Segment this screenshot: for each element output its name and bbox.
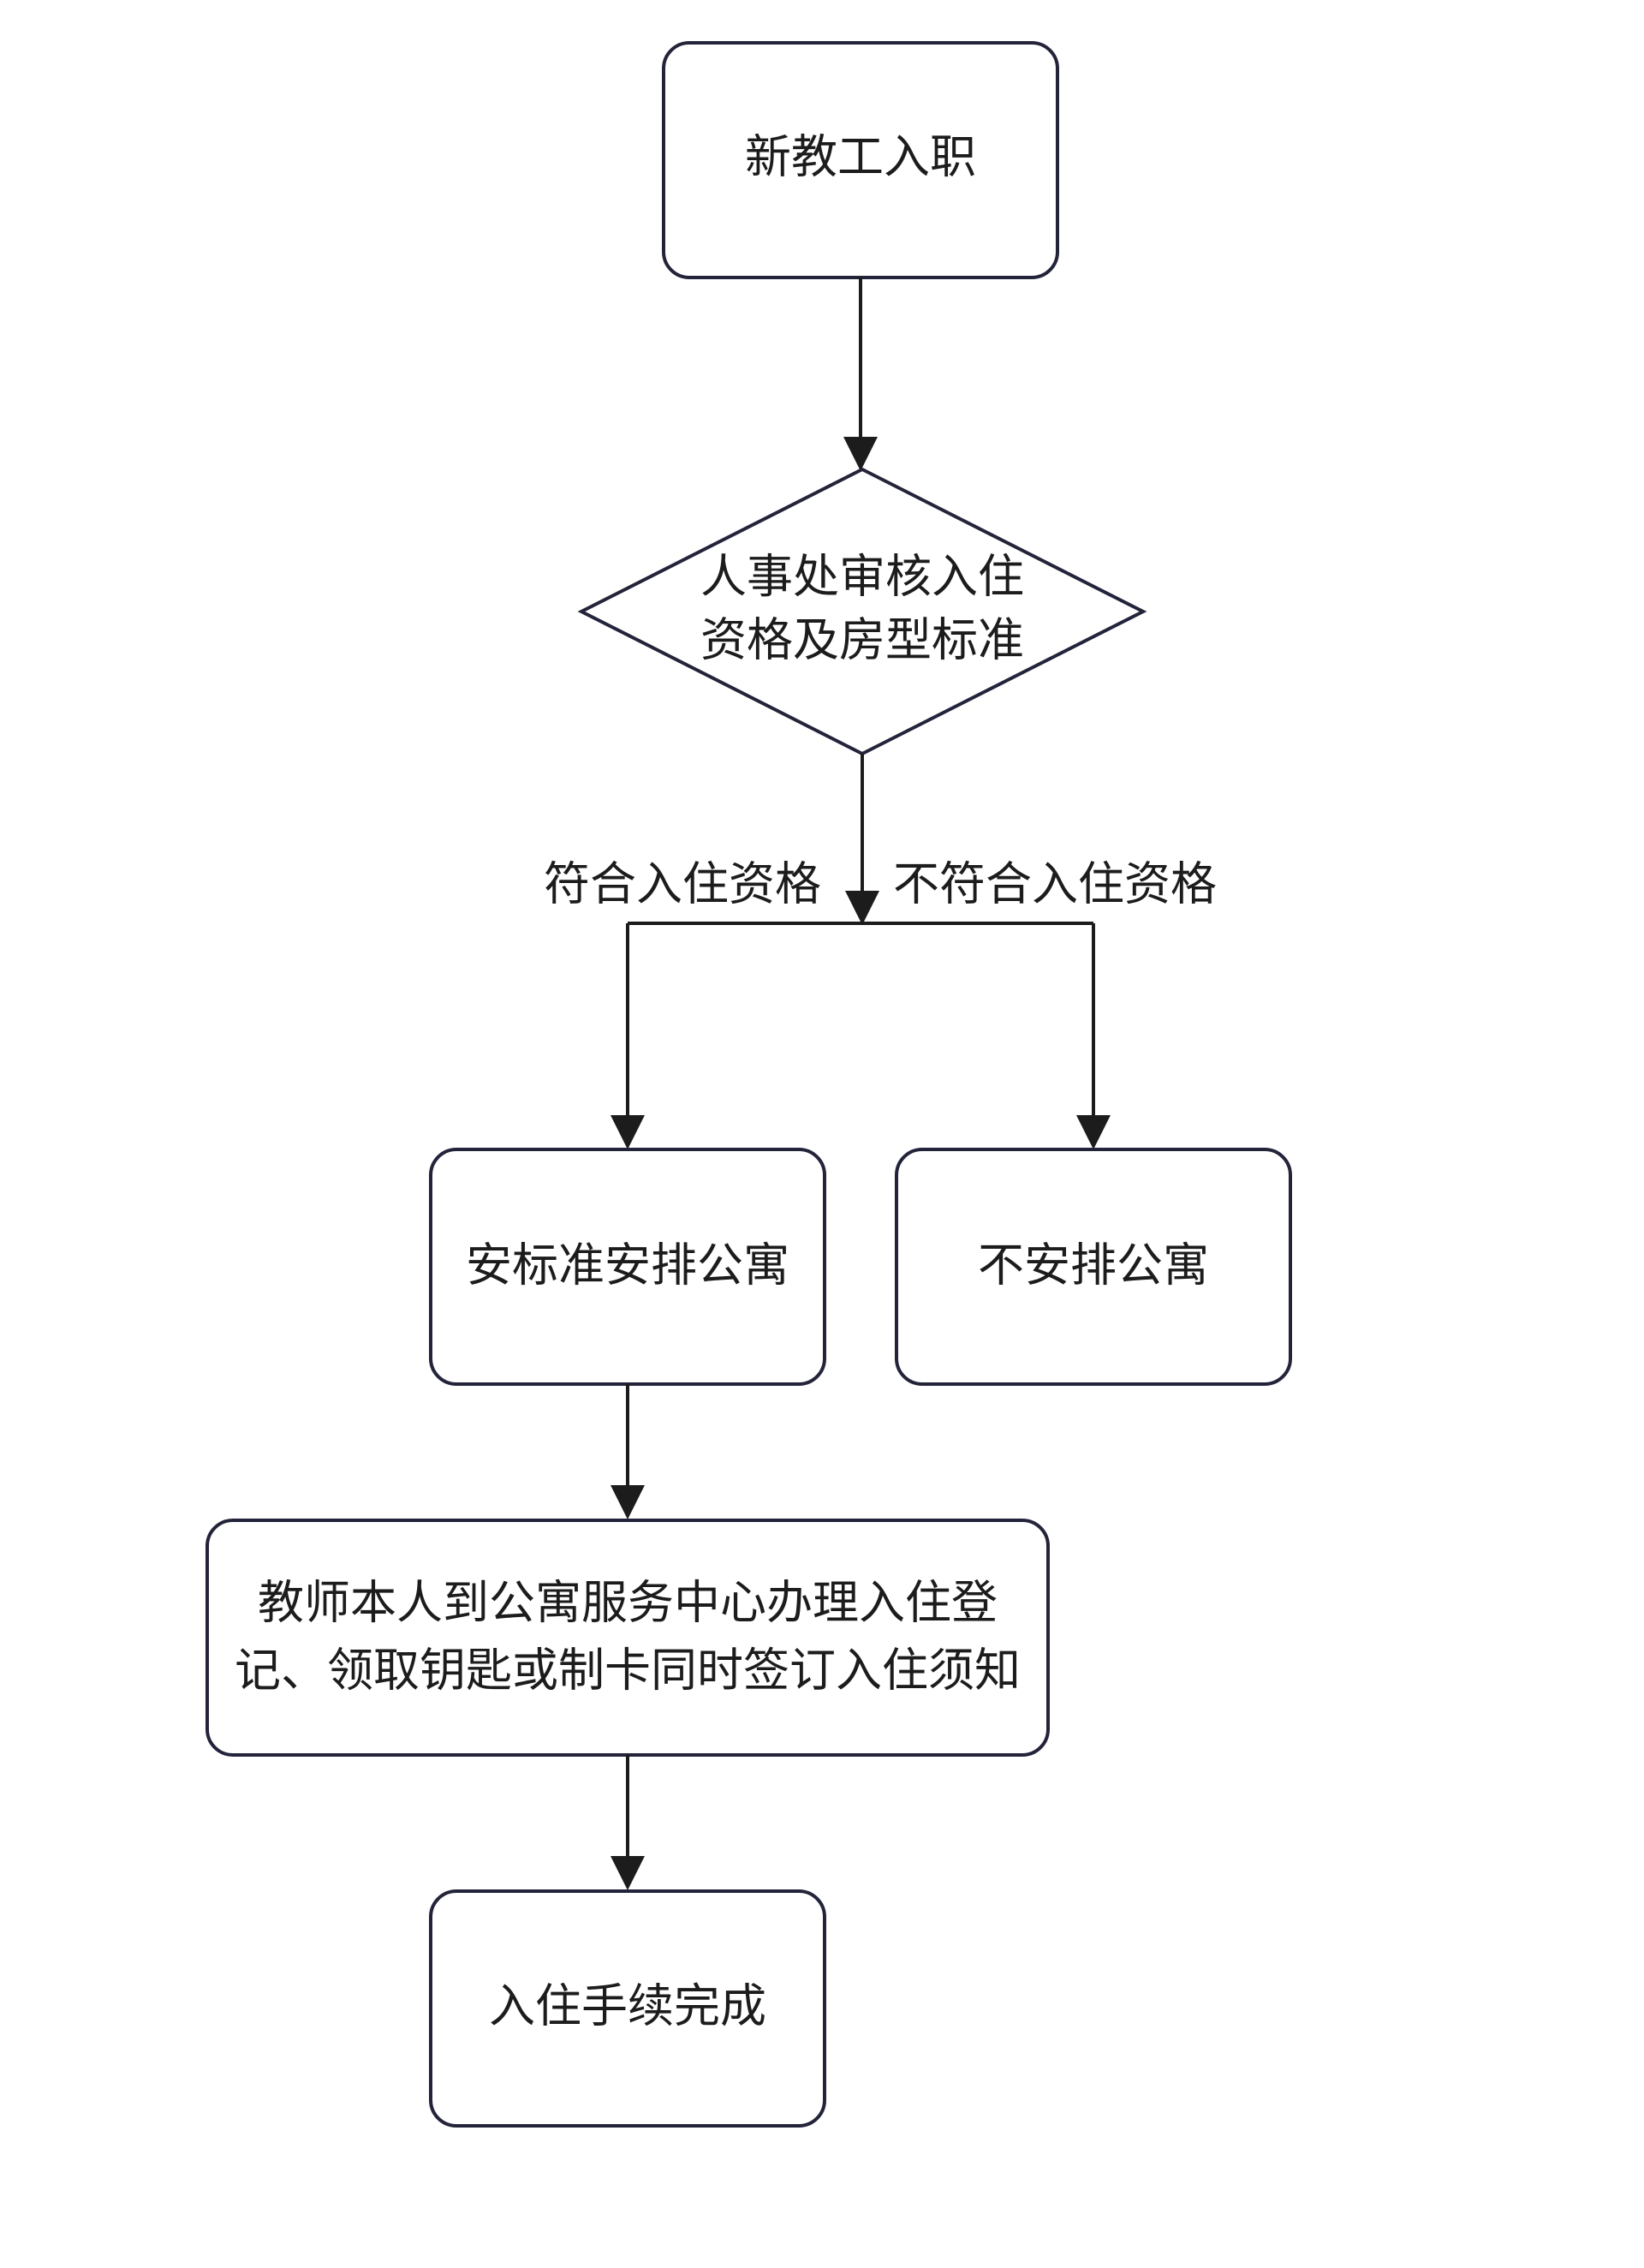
node-start-label: 新教工入职 [745,130,976,184]
node-no-arrange-label: 不安排公寓 [978,1238,1209,1292]
node-review-decision: 人事处审核入住 资格及房型标准 [577,467,1147,756]
node-arrange: 安标准安排公寓 [429,1148,826,1386]
edge-qualified-label: 符合入住资格 [544,857,821,911]
node-complete: 入住手续完成 [429,1889,826,2128]
node-register-label-line2: 记、领取钥匙或制卡同时签订入住须知 [235,1644,1021,1698]
node-no-arrange: 不安排公寓 [895,1148,1292,1386]
node-start: 新教工入职 [662,41,1059,279]
node-register-label-line1: 教师本人到公寓服务中心办理入住登 [258,1576,998,1630]
node-register: 教师本人到公寓服务中心办理入住登 记、领取钥匙或制卡同时签订入住须知 [206,1519,1050,1757]
node-review-label-line2: 资格及房型标准 [700,613,1024,667]
edge-not-qualified-label: 不符合入住资格 [893,857,1217,911]
node-complete-label: 入住手续完成 [489,1979,766,2033]
node-arrange-label: 安标准安排公寓 [466,1238,789,1292]
node-review-label-line1: 人事处审核入住 [700,550,1024,604]
